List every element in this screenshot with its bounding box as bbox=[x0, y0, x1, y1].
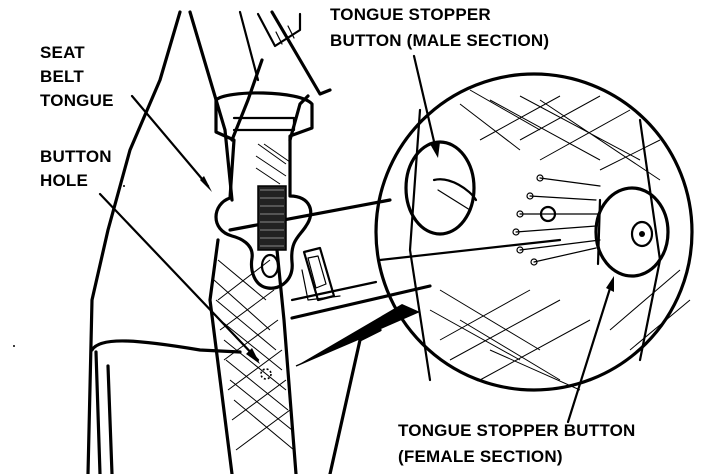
svg-text:HOLE: HOLE bbox=[40, 171, 88, 190]
leader-seat-belt-tongue bbox=[130, 94, 210, 188]
tongue-buckle-slot bbox=[257, 185, 287, 251]
button-hole-marker bbox=[260, 368, 272, 380]
svg-text:TONGUE: TONGUE bbox=[40, 91, 114, 110]
seat-pillar bbox=[86, 10, 332, 474]
label-button-hole: BUTTON HOLE bbox=[40, 147, 112, 190]
stitch-pins bbox=[512, 174, 601, 266]
svg-text:BELT: BELT bbox=[40, 67, 84, 86]
buckle-latch bbox=[301, 246, 341, 302]
label-seat-belt-tongue: SEAT BELT TONGUE bbox=[40, 43, 114, 110]
svg-text:(FEMALE SECTION): (FEMALE SECTION) bbox=[398, 447, 563, 466]
leader-button-hole bbox=[98, 192, 260, 362]
seat-belt-webbing bbox=[208, 58, 310, 474]
seat-belt-tongue bbox=[214, 91, 314, 290]
svg-text:BUTTON (MALE SECTION): BUTTON (MALE SECTION) bbox=[330, 31, 549, 50]
svg-text:TONGUE STOPPER BUTTON: TONGUE STOPPER BUTTON bbox=[398, 421, 636, 440]
female-button bbox=[594, 186, 670, 278]
leader-male-section bbox=[412, 54, 438, 152]
label-tongue-stopper-female: TONGUE STOPPER BUTTON (FEMALE SECTION) bbox=[398, 421, 636, 466]
svg-text:BUTTON: BUTTON bbox=[40, 147, 112, 166]
zoom-wedge bbox=[295, 304, 420, 367]
svg-text:SEAT: SEAT bbox=[40, 43, 85, 62]
svg-text:TONGUE STOPPER: TONGUE STOPPER bbox=[330, 5, 491, 24]
leader-lines bbox=[98, 54, 614, 424]
magnified-detail bbox=[374, 72, 694, 392]
label-tongue-stopper-male: TONGUE STOPPER BUTTON (MALE SECTION) bbox=[330, 5, 549, 50]
leader-female-section bbox=[566, 280, 614, 424]
